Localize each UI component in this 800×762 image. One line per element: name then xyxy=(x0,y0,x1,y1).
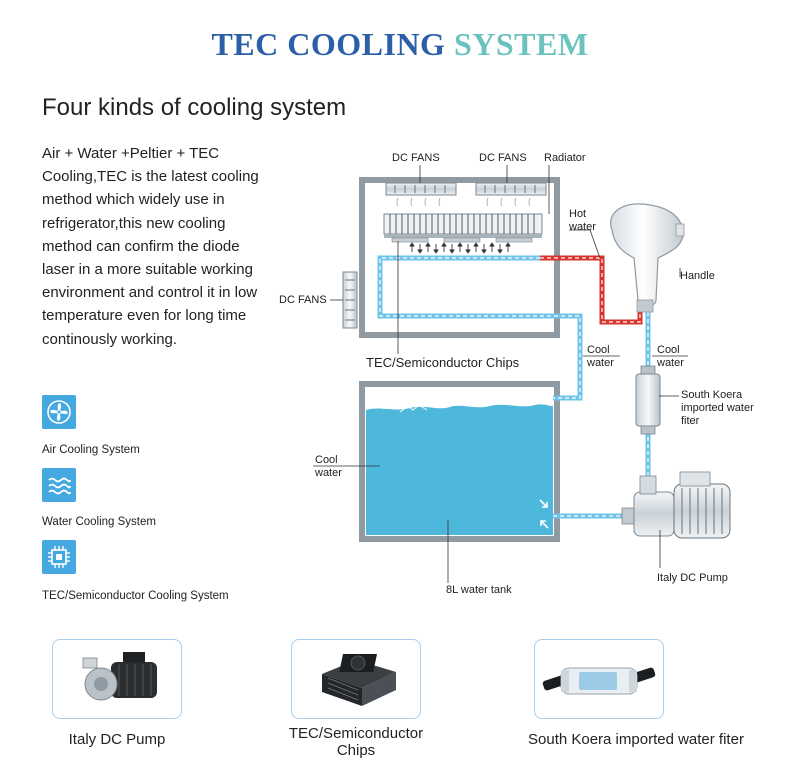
pump-photo-icon xyxy=(82,652,157,701)
water-filter xyxy=(635,365,661,435)
air-cooling-label: Air Cooling System xyxy=(42,444,140,456)
tec-cooling-label: TEC/Semiconductor Cooling System xyxy=(42,590,229,602)
label-cool-water-tank: Cool water xyxy=(315,454,342,479)
label-cool-water-right: Cool water xyxy=(657,344,684,369)
water-waves-icon xyxy=(42,468,76,502)
cool-water-pipe-inner xyxy=(377,255,583,401)
dc-pump xyxy=(621,471,731,539)
dc-fan-top-left xyxy=(385,182,457,207)
laser-handle xyxy=(610,203,685,313)
label-tec-chips: TEC/Semiconductor Chips xyxy=(366,355,520,370)
card-water-filter xyxy=(534,639,664,719)
label-dc-pump: Italy DC Pump xyxy=(657,572,728,584)
page-title: TEC COOLING SYSTEM xyxy=(0,26,800,63)
fan-icon xyxy=(42,395,76,429)
label-radiator: Radiator xyxy=(544,152,586,164)
water-tank-frame xyxy=(359,381,560,542)
title-part-2: SYSTEM xyxy=(453,26,589,62)
description-text: Air + Water +Peltier + TEC Cooling,TEC i… xyxy=(42,145,259,348)
label-dc-fans-top-left: DC FANS xyxy=(392,152,440,164)
label-water-filter: South Koera imported water fiter xyxy=(681,389,754,427)
tec-chip-photo-icon xyxy=(322,654,396,706)
label-hot-water: Hot water xyxy=(569,208,596,233)
heat-transfer-arrows xyxy=(409,242,511,254)
card-tec-chips-label: TEC/Semiconductor Chips xyxy=(288,725,424,759)
dc-fan-side xyxy=(342,271,358,329)
radiator-fins xyxy=(383,213,543,243)
water-filter-photo-icon xyxy=(542,667,656,695)
card-pump xyxy=(52,639,182,719)
label-handle: Handle xyxy=(680,270,715,282)
card-water-filter-label: South Koera imported water fiter xyxy=(528,731,744,748)
title-part-1: TEC COOLING xyxy=(211,26,446,62)
chip-icon xyxy=(42,540,76,574)
label-water-tank: 8L water tank xyxy=(446,584,512,596)
label-dc-fans-side: DC FANS xyxy=(279,294,327,306)
card-pump-label: Italy DC Pump xyxy=(68,731,166,748)
water-cooling-label: Water Cooling System xyxy=(42,516,156,528)
tank-water xyxy=(366,404,553,535)
label-cool-water-center: Cool water xyxy=(587,344,614,369)
tank-outlet-arrows xyxy=(539,499,549,529)
dc-fan-top-right xyxy=(475,182,547,207)
section-heading: Four kinds of cooling system xyxy=(42,94,347,121)
card-tec-chips xyxy=(291,639,421,719)
label-dc-fans-top-right: DC FANS xyxy=(479,152,527,164)
leader-lines xyxy=(313,165,688,583)
